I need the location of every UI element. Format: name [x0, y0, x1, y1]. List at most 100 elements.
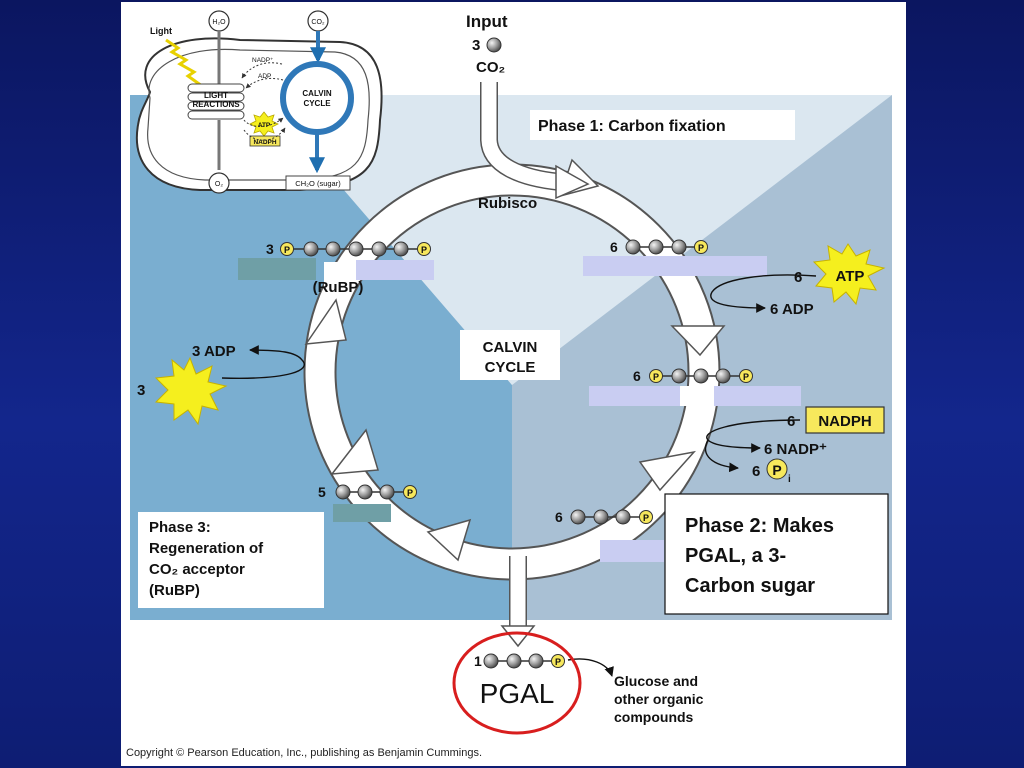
- step-b-highlight-gap: [680, 386, 714, 406]
- pi-out-count: 6: [752, 463, 760, 480]
- center-label-1: CALVIN: [483, 339, 538, 356]
- rubp-highlight-right: [356, 260, 434, 280]
- nadph-input: 6 NADPH 6 NADP⁺ 6 P i: [704, 406, 885, 485]
- step-b-phosphate-right-label: P: [743, 372, 749, 382]
- nadph-to-calvin-arrow: [243, 127, 286, 141]
- ring-arrowhead-5: [330, 428, 379, 475]
- ring-arrowhead-3: [638, 450, 697, 492]
- step-a-highlight: [583, 256, 767, 276]
- step-a-chain: 6 P: [583, 239, 767, 276]
- light-reactions-label-2: REACTIONS: [192, 100, 240, 109]
- output-count: 1: [474, 653, 482, 669]
- step-c-highlight: [600, 540, 664, 562]
- adp-arrow: [245, 77, 284, 89]
- rubp-phosphate-left-label: P: [284, 245, 290, 255]
- step-d-count: 5: [318, 484, 326, 500]
- o2-circle: [208, 172, 230, 194]
- atp-input: 6 ATP 6 ADP: [710, 243, 886, 318]
- atp-in-label: ATP: [836, 268, 865, 285]
- step-c-chain: 6 P: [555, 509, 664, 562]
- nadph-in-label: NADPH: [818, 413, 871, 430]
- regen-atp: 3 ADP 3: [137, 343, 305, 426]
- pi-symbol: P: [772, 462, 781, 478]
- chloroplast-inner-membrane: [147, 48, 370, 181]
- phase1-region: [262, 95, 892, 385]
- light-label: Light: [150, 26, 172, 36]
- rubisco-label: Rubisco: [478, 195, 537, 212]
- rubp-highlight-left: [238, 258, 316, 280]
- pi-arrow: [704, 439, 739, 473]
- atp-to-calvin-arrow: [243, 117, 284, 127]
- light-reactions-stack: [187, 83, 245, 120]
- sugar-label: CH₂O (sugar): [295, 179, 341, 188]
- phase3-line-3: CO₂ acceptor: [149, 561, 245, 578]
- output-phosphate-label: P: [555, 657, 561, 667]
- inset-nadph-label: NADPH: [253, 139, 276, 146]
- phase2-line-3: Carbon sugar: [685, 575, 815, 597]
- step-c-count: 6: [555, 509, 563, 525]
- phase3-line-1: Phase 3:: [149, 519, 211, 536]
- ring-arrowhead-2: [670, 325, 726, 357]
- inset-adp-label: ADP: [258, 73, 271, 80]
- rubp-phosphate-right-label: P: [421, 245, 427, 255]
- atp-star-icon: [812, 243, 886, 306]
- nadph-in-count: 6: [787, 413, 795, 430]
- step-a-phosphate-label: P: [698, 243, 704, 253]
- sugar-box: [285, 175, 351, 191]
- step-b-count: 6: [633, 368, 641, 384]
- inset-atp-label: ATP: [258, 122, 271, 129]
- inset-nadph-box: [249, 135, 281, 147]
- input-arrowhead: [555, 164, 590, 200]
- pi-subscript: i: [788, 474, 791, 485]
- inset-co2-label: CO₂: [311, 19, 325, 26]
- pgal-label: PGAL: [480, 678, 555, 709]
- input-count: 3: [472, 37, 480, 54]
- step-d-highlight: [333, 504, 391, 522]
- o2-label: O₂: [215, 181, 223, 188]
- copyright: Copyright © Pearson Education, Inc., pub…: [126, 747, 482, 759]
- step-b-chain: 6 P P: [589, 368, 801, 406]
- glucose-line-3: compounds: [614, 709, 694, 725]
- glucose-line-2: other organic: [614, 691, 704, 707]
- mini-calvin-label-2: CYCLE: [303, 99, 331, 108]
- nadph-nadp-arrow: [706, 419, 801, 453]
- ring-arrowhead-4: [426, 518, 472, 562]
- step-c-phosphate-label: P: [643, 513, 649, 523]
- phase3-line-2: Regeneration of: [149, 540, 264, 557]
- step-b-phosphate-left-label: P: [653, 372, 659, 382]
- nadp-label: NADP⁺: [252, 57, 274, 64]
- regen-adp-label: 3 ADP: [192, 343, 236, 360]
- atp-in-count: 6: [794, 269, 802, 286]
- pgal-circle: [452, 631, 582, 735]
- atp-adp-arrow: [710, 274, 817, 313]
- nadph-box: [805, 406, 885, 434]
- nadp-arrow: [241, 62, 283, 79]
- step-a-count: 6: [610, 239, 618, 255]
- light-reactions-label-1: LIGHT: [204, 91, 228, 100]
- phase1-box: [530, 110, 795, 140]
- regen-atp-arrow: [221, 345, 305, 379]
- glucose-line-1: Glucose and: [614, 673, 698, 689]
- rubp-label: (RuBP): [313, 279, 364, 296]
- rubp-chain: 3 P P (RuBP): [238, 241, 434, 296]
- input-label: Input: [466, 12, 508, 31]
- pi-circle: [766, 458, 788, 480]
- step-d-phosphate-label: P: [407, 488, 413, 498]
- phase2-line-1: Phase 2: Makes: [685, 515, 834, 537]
- output-arrowhead: [500, 625, 536, 648]
- phase2-box: [664, 493, 889, 615]
- phase1-label: Phase 1: Carbon fixation: [538, 118, 726, 135]
- center-label-2: CYCLE: [485, 359, 536, 376]
- regen-atp-count: 3: [137, 382, 145, 399]
- rubp-phosphate-left: [280, 242, 294, 256]
- phase3-box: [138, 512, 324, 608]
- nadp-out-label: 6 NADP⁺: [764, 441, 827, 458]
- phase2-line-2: PGAL, a 3-: [685, 545, 786, 567]
- input-molecule-ball: [486, 37, 502, 53]
- input-arrow-body: [481, 82, 561, 190]
- input-molecule: CO₂: [476, 59, 505, 76]
- h2o-label: H₂O: [212, 19, 226, 26]
- phase3-line-4: (RuBP): [149, 582, 200, 599]
- center-box: [460, 330, 560, 380]
